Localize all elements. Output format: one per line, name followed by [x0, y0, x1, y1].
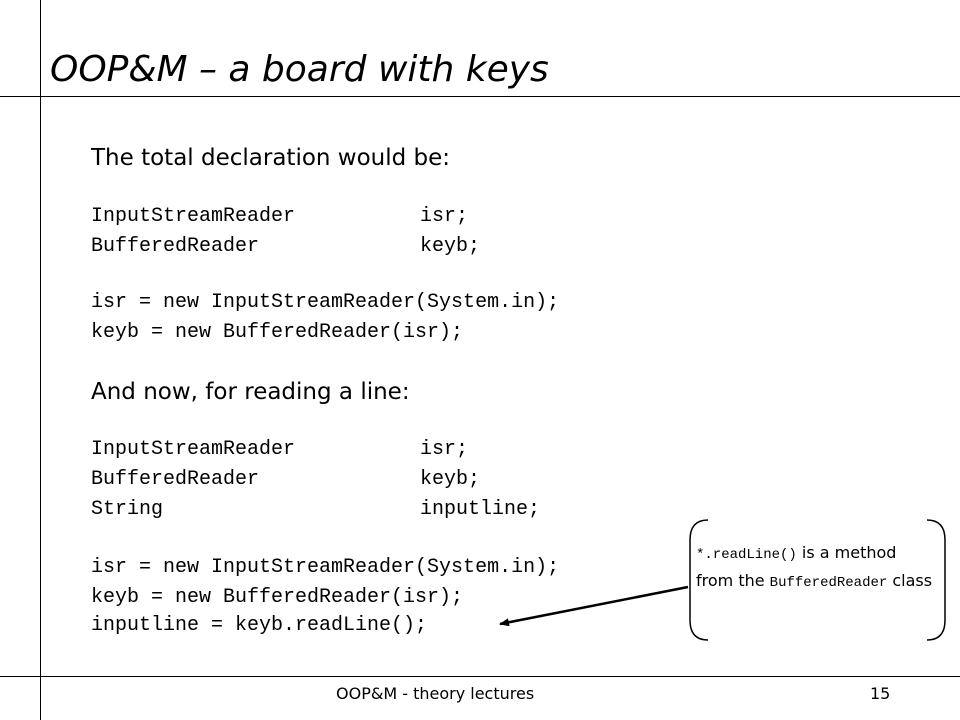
code-type: String [91, 498, 164, 521]
code-variable: keyb; [420, 235, 481, 258]
callout-left-bracket [689, 519, 709, 641]
code-line: keyb = new BufferedReader(isr); [91, 586, 464, 609]
code-line: BufferedReader keyb; [91, 235, 480, 259]
slide-title: OOP&M – a board with keys [50, 49, 549, 90]
code-line: isr = new InputStreamReader(System.in); [91, 556, 560, 579]
code-variable: isr; [420, 205, 469, 228]
code-type: BufferedReader [91, 235, 260, 258]
footer-divider-line [0, 676, 960, 677]
callout-code-bufferedreader: BufferedReader [769, 575, 888, 591]
code-line: isr = new InputStreamReader(System.in); [91, 291, 560, 314]
code-variable: inputline; [420, 498, 541, 521]
callout-note: *.readLine() is a method from the Buffer… [696, 540, 936, 596]
code-line: String inputline; [91, 498, 540, 522]
callout-right-bracket [926, 519, 946, 641]
code-line-readline: inputline = keyb.readLine(); [91, 614, 428, 637]
footer-text: OOP&M - theory lectures [336, 684, 535, 703]
code-variable: isr; [420, 438, 469, 461]
code-type: InputStreamReader [91, 205, 296, 228]
left-border-line [40, 0, 41, 720]
page-number: 15 [870, 684, 891, 703]
code-variable: keyb; [420, 468, 481, 491]
code-line: BufferedReader keyb; [91, 468, 480, 492]
callout-code-readline: *.readLine() [696, 547, 797, 563]
callout-text: is a method from the [696, 543, 897, 590]
title-divider-line [0, 96, 960, 97]
code-line: InputStreamReader isr; [91, 205, 468, 229]
code-line: keyb = new BufferedReader(isr); [91, 321, 464, 344]
callout-arrow [499, 585, 689, 627]
callout-text-class: class [887, 571, 933, 590]
code-line: InputStreamReader isr; [91, 438, 468, 462]
code-type: BufferedReader [91, 468, 260, 491]
code-type: InputStreamReader [91, 438, 296, 461]
heading-reading-line: And now, for reading a line: [91, 379, 410, 405]
heading-total-declaration: The total declaration would be: [91, 145, 451, 171]
